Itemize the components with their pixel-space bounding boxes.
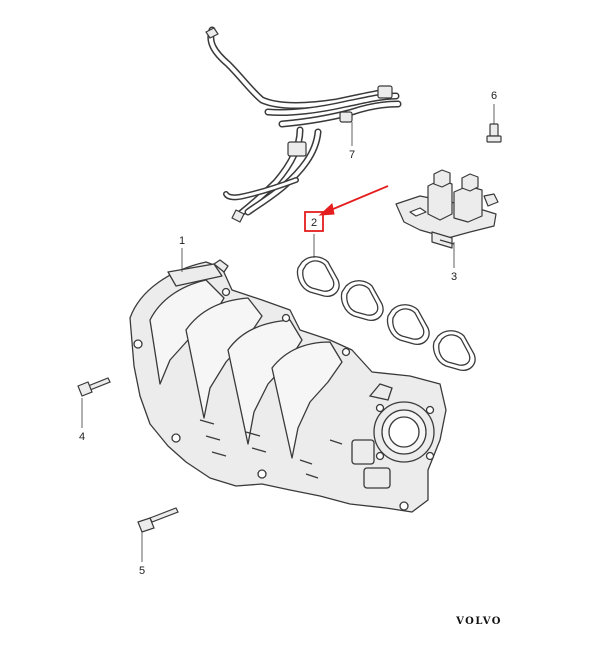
- callout-6: 6: [491, 90, 497, 102]
- callout-3: 3: [451, 271, 457, 283]
- leader-lines: [81, 104, 495, 562]
- highlight-marker: [304, 185, 389, 232]
- bolt-part-4: [77, 377, 111, 397]
- intake-gasket-set: [340, 280, 476, 371]
- callout-4: 4: [79, 431, 85, 443]
- highlight-arrow-line: [325, 185, 389, 213]
- callout-2: 2: [311, 217, 317, 229]
- callout-7: 7: [349, 149, 355, 161]
- bolt-part-6: [486, 123, 502, 143]
- bolt-part-5: [137, 507, 179, 533]
- callout-1: 1: [179, 235, 185, 247]
- throttle-body: [351, 383, 435, 489]
- intake-manifold-part-1: [129, 259, 447, 513]
- solenoid-valve-part-3: [395, 169, 499, 249]
- highlight-box: [304, 211, 324, 232]
- intake-gasket-part-2: [296, 256, 340, 297]
- hose-assembly-part-7: [205, 26, 402, 223]
- brand-logo: VOLVO: [455, 616, 502, 627]
- callout-5: 5: [139, 565, 145, 577]
